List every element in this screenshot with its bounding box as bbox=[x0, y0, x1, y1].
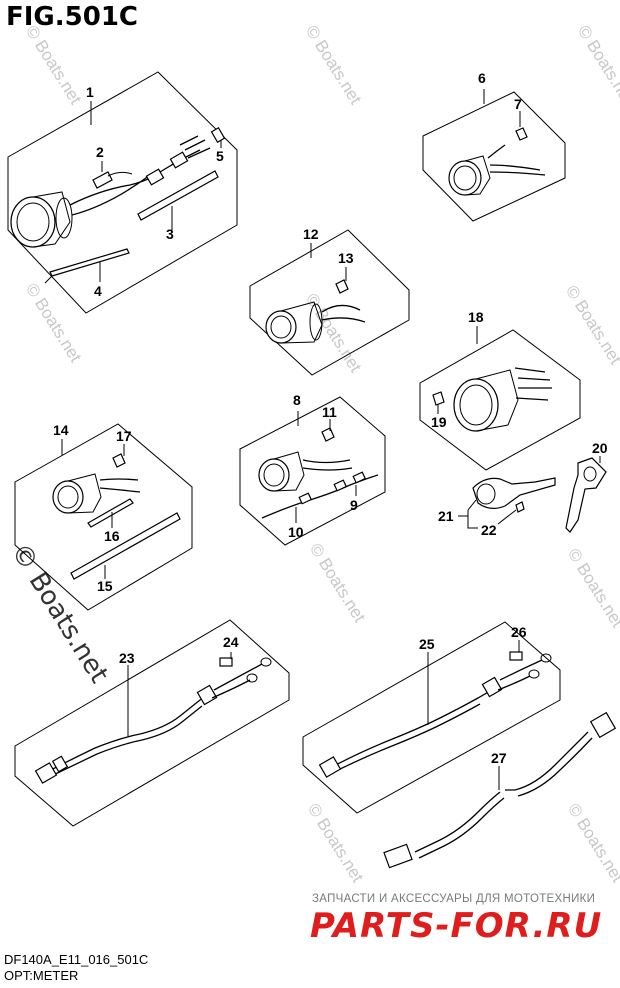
figure-code: DF140A_E11_016_501C bbox=[4, 952, 149, 967]
callout-26: 26 bbox=[511, 624, 527, 640]
callout-2: 2 bbox=[96, 144, 104, 160]
callout-25: 25 bbox=[419, 636, 435, 652]
callout-4: 4 bbox=[94, 283, 102, 299]
callout-23: 23 bbox=[119, 650, 135, 666]
callout-21: 21 bbox=[438, 508, 454, 524]
callout-15: 15 bbox=[97, 578, 113, 594]
callout-16: 16 bbox=[104, 528, 120, 544]
callout-19: 19 bbox=[431, 414, 447, 430]
callout-14: 14 bbox=[53, 422, 69, 438]
callout-3: 3 bbox=[166, 226, 174, 242]
advert-logo: PARTS-FOR.RU bbox=[310, 906, 603, 946]
callout-24: 24 bbox=[223, 634, 239, 650]
figure-name: OPT:METER bbox=[4, 968, 79, 983]
callout-22: 22 bbox=[481, 522, 497, 538]
callout-10: 10 bbox=[288, 524, 304, 540]
callout-27: 27 bbox=[491, 750, 507, 766]
callout-8: 8 bbox=[293, 392, 301, 408]
callout-20: 20 bbox=[592, 440, 608, 456]
callout-7: 7 bbox=[514, 96, 522, 112]
callout-9: 9 bbox=[350, 497, 358, 513]
callout-12: 12 bbox=[303, 226, 319, 242]
callout-1: 1 bbox=[86, 84, 94, 100]
callout-17: 17 bbox=[116, 428, 132, 444]
callout-5: 5 bbox=[216, 148, 224, 164]
callout-13: 13 bbox=[338, 250, 354, 266]
callout-18: 18 bbox=[468, 309, 484, 325]
callout-6: 6 bbox=[478, 70, 486, 86]
figure-title: FIG.501C bbox=[6, 2, 139, 32]
callout-11: 11 bbox=[322, 404, 337, 420]
advert-text: ЗАПЧАСТИ И АКСЕССУАРЫ ДЛЯ МОТОТЕХНИКИ bbox=[312, 893, 596, 905]
